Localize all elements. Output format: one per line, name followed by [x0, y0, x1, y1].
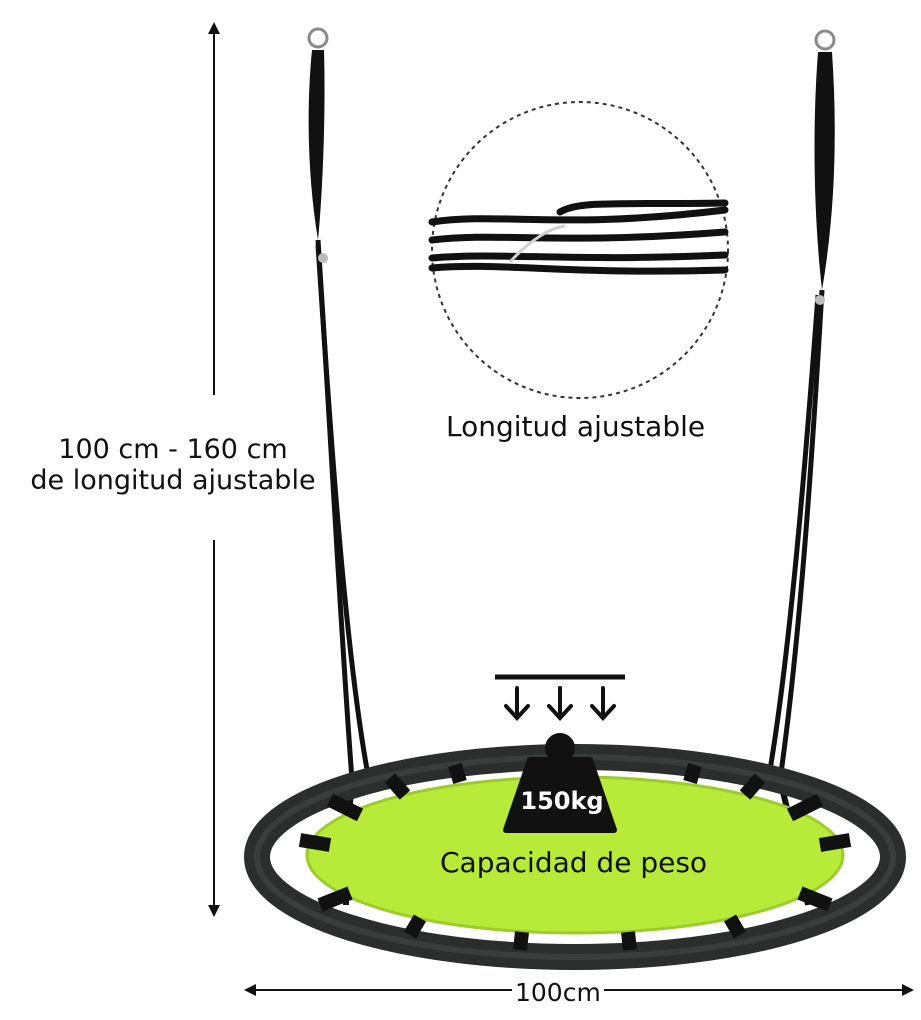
- load-arrows: [495, 674, 625, 721]
- height-caption-text: de longitud ajustable: [30, 465, 316, 496]
- swing-seat: [244, 744, 906, 970]
- down-arrow-icon: [504, 686, 616, 721]
- width-value: 100cm: [512, 978, 604, 1007]
- rope-detail-circle: [428, 101, 729, 399]
- detail-caption: Longitud ajustable: [446, 410, 706, 443]
- capacity-caption: Capacidad de peso: [440, 846, 708, 879]
- weight-value: 150kg: [520, 787, 604, 815]
- height-label: 100 cm - 160 cm de longitud ajustable: [18, 434, 328, 496]
- weight-icon: [503, 733, 617, 833]
- height-range-text: 100 cm - 160 cm: [58, 434, 288, 465]
